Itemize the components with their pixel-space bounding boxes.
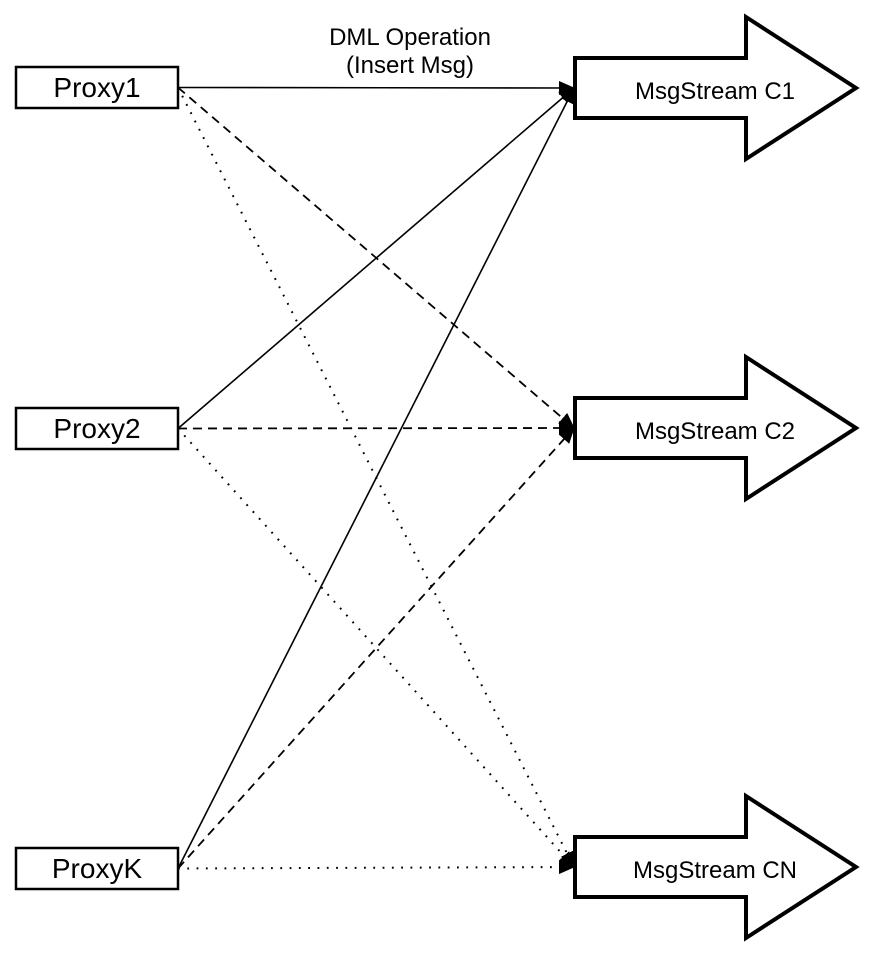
proxy-node-proxy1: Proxy1 <box>14 65 180 110</box>
proxy-box <box>14 65 180 110</box>
msgstream-label: MsgStream C2 <box>635 418 795 445</box>
edge-proxy1-c1 <box>177 80 575 95</box>
diagram-title-line1: DML Operation <box>329 24 491 51</box>
streams-layer: MsgStream C1 MsgStream C2 MsgStream CN <box>573 13 860 942</box>
diagram-title-line2: (Insert Msg) <box>346 52 474 79</box>
block-arrow-shape <box>573 353 860 503</box>
proxy-label: ProxyK <box>52 853 143 884</box>
msgstream-node-c1: MsgStream C1 <box>573 13 860 163</box>
edge-proxy1-cn <box>177 87 575 868</box>
edge-proxy1-c2 <box>177 86 575 429</box>
proxy-node-proxyk: ProxyK <box>14 846 180 891</box>
msgstream-label: MsgStream CN <box>633 857 797 884</box>
proxy-label: Proxy1 <box>53 72 140 103</box>
msgstream-node-c2: MsgStream C2 <box>573 353 860 503</box>
proxy-node-proxy2: Proxy2 <box>14 406 180 451</box>
block-arrow-shape <box>573 13 860 163</box>
proxy-label: Proxy2 <box>53 413 140 444</box>
edge-proxyk-c2 <box>177 427 575 870</box>
msgstream-node-cn: MsgStream CN <box>573 792 860 942</box>
edge-proxyk-cn <box>177 860 575 875</box>
msgstream-label: MsgStream C1 <box>635 78 795 105</box>
edge-proxy2-c2 <box>177 421 575 436</box>
block-arrow-shape <box>573 792 860 942</box>
edges-layer <box>177 80 575 875</box>
